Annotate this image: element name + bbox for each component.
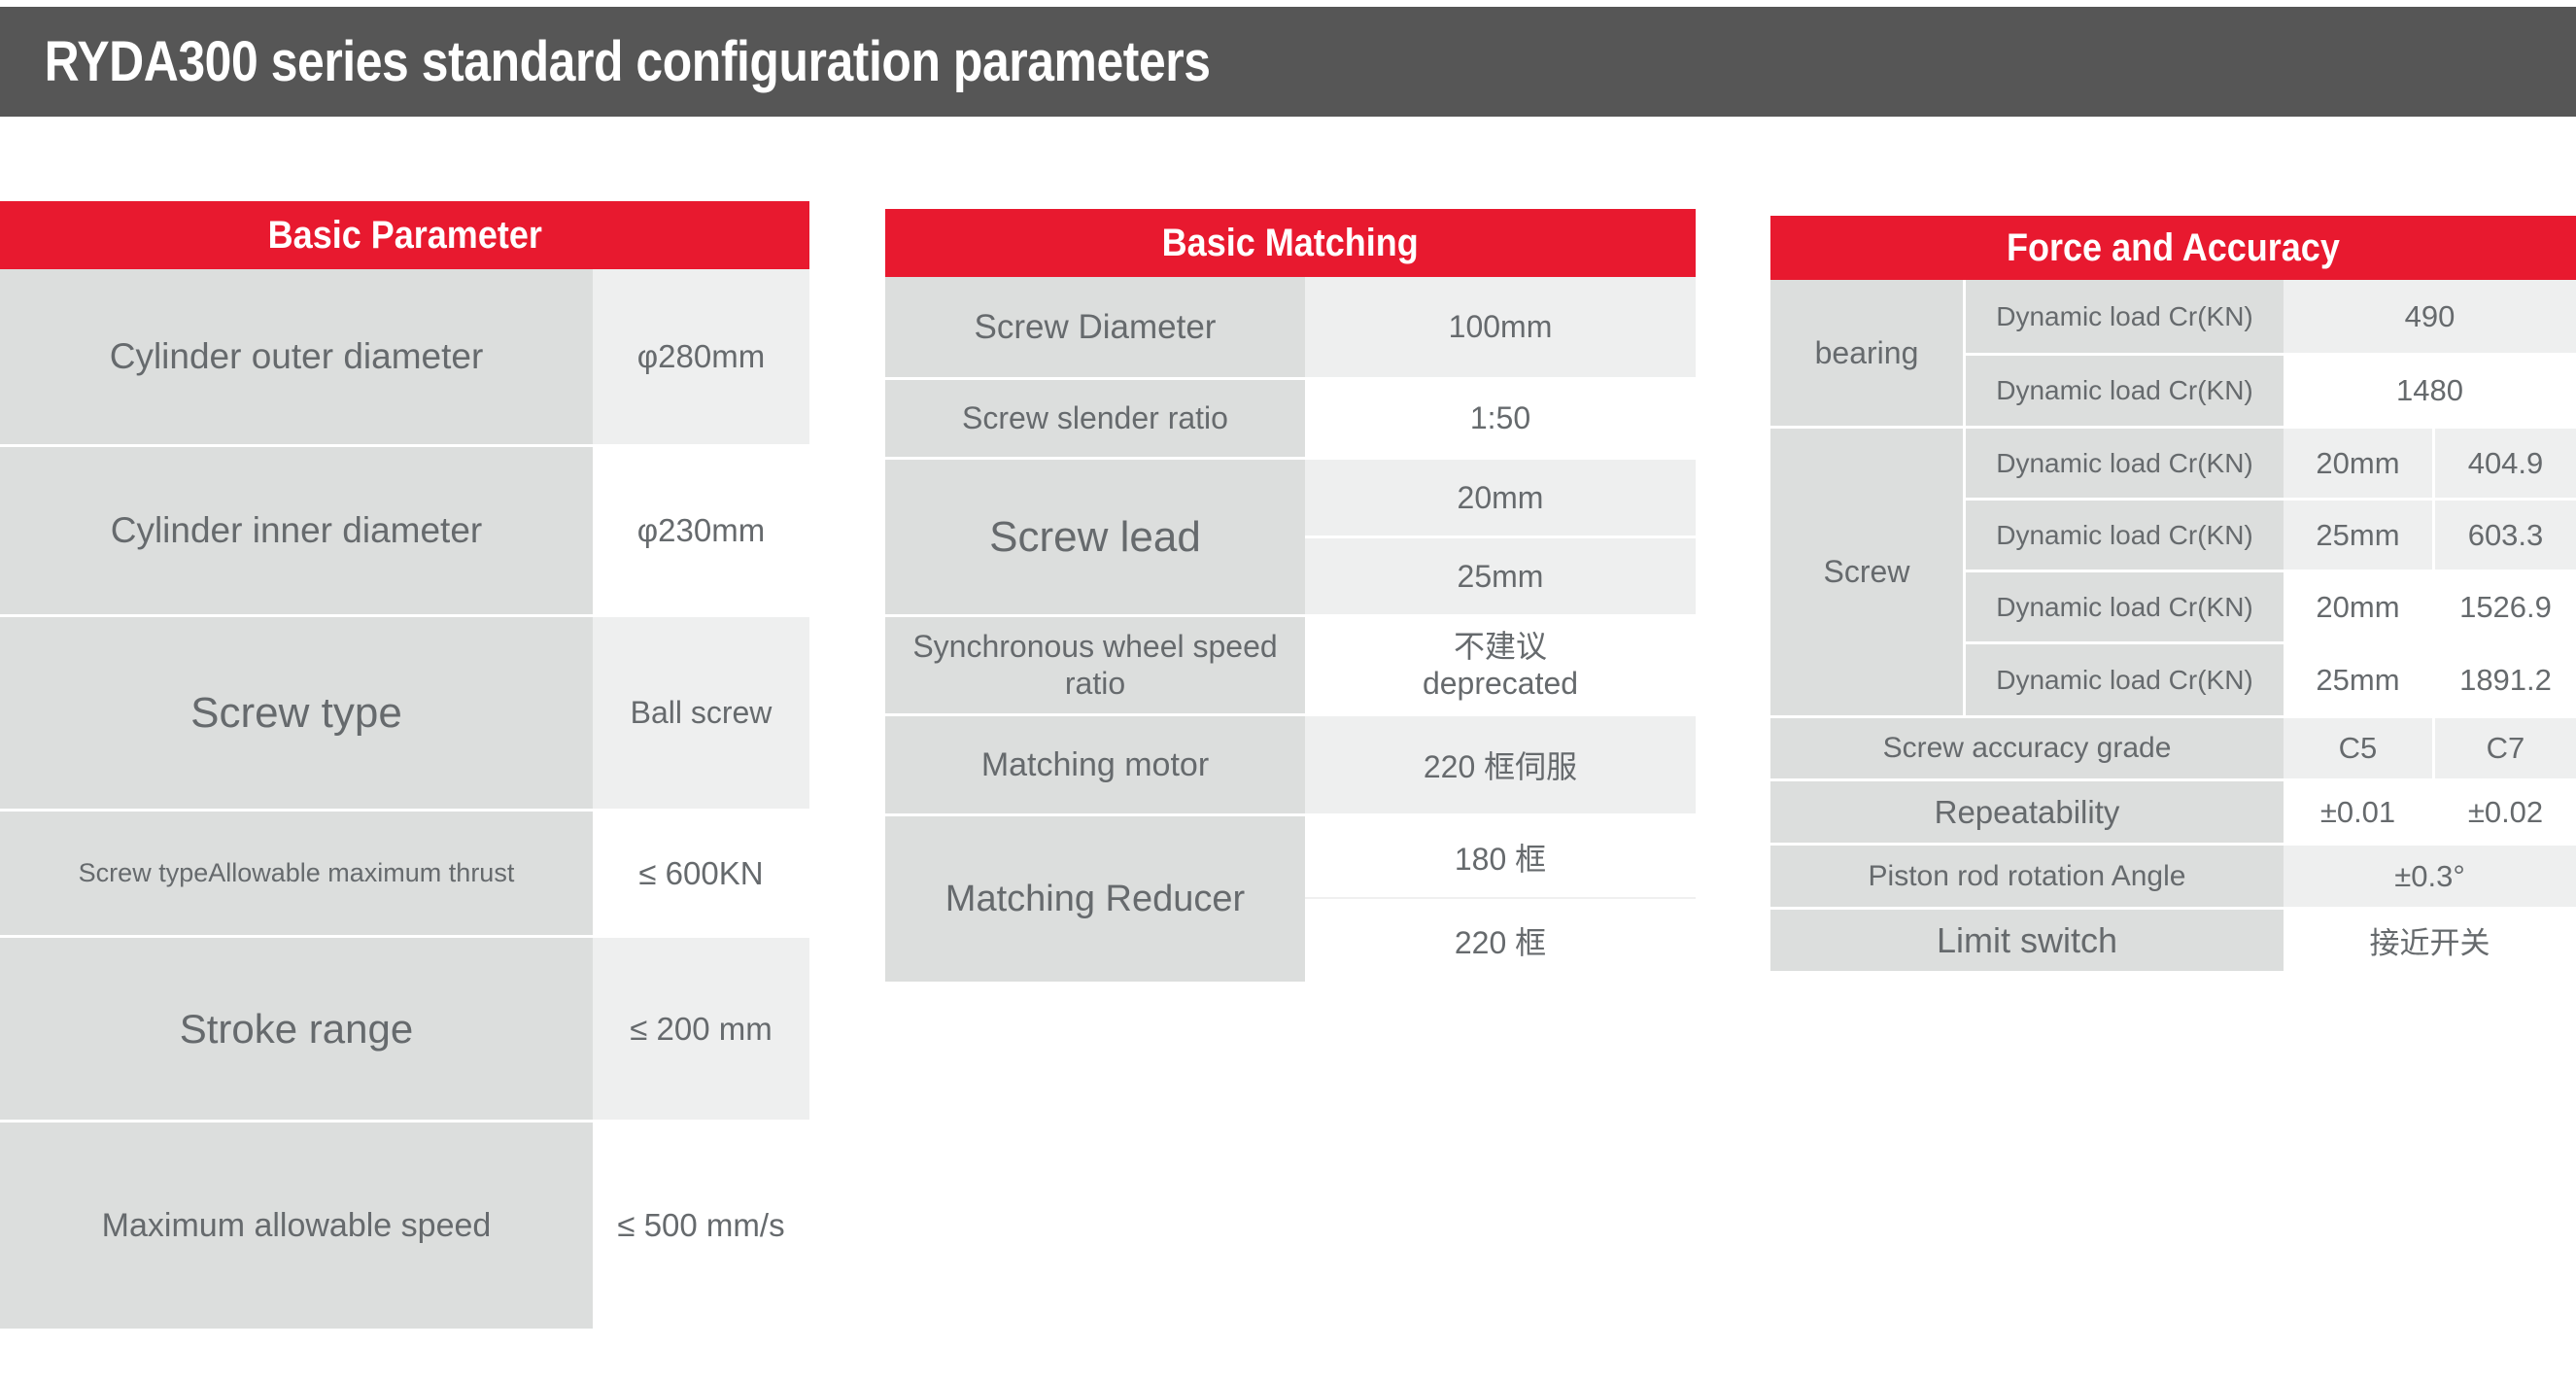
group-rows: Dynamic load Cr(KN) 20mm 404.9 Dynamic l… <box>1963 426 2576 715</box>
table-row: Screw slender ratio 1:50 <box>885 377 1696 457</box>
row-lead: 20mm <box>2284 570 2432 641</box>
row-value: 603.3 <box>2432 498 2576 570</box>
row-value-stack: 20mm 25mm <box>1305 457 1696 614</box>
row-value: ±0.3° <box>2284 843 2576 907</box>
row-value-c7: C7 <box>2432 715 2576 778</box>
table-row: Limit switch 接近开关 <box>1770 907 2576 971</box>
table-row: Repeatability ±0.01 ±0.02 <box>1770 778 2576 843</box>
row-label: Matching Reducer <box>885 813 1305 982</box>
row-value-c5: C5 <box>2284 715 2432 778</box>
row-label: Matching motor <box>885 713 1305 813</box>
force-accuracy-table: bearing Dynamic load Cr(KN) 490 Dynamic … <box>1770 280 2576 971</box>
row-label: Screw typeAllowable maximum thrust <box>0 809 593 935</box>
panel-basic-matching-title: Basic Matching <box>1161 221 1420 264</box>
table-row: Screw typeAllowable maximum thrust ≤ 600… <box>0 809 809 935</box>
table-row: Screw accuracy grade C5 C7 <box>1770 715 2576 778</box>
row-value: 接近开关 <box>2284 907 2576 971</box>
row-label: Cylinder inner diameter <box>0 444 593 614</box>
row-value: φ230mm <box>593 444 809 614</box>
row-value: 1891.2 <box>2432 641 2576 715</box>
row-value-c5: ±0.01 <box>2284 778 2432 843</box>
table-row: Dynamic load Cr(KN) 1480 <box>1963 353 2576 426</box>
table-row: Piston rod rotation Angle ±0.3° <box>1770 843 2576 907</box>
page-title: RYDA300 series standard configuration pa… <box>44 30 1211 93</box>
row-label: Screw Diameter <box>885 277 1305 377</box>
table-row-matching-reducer: Matching Reducer 180 框 220 框 <box>885 813 1696 982</box>
row-label: Synchronous wheel speed ratio <box>885 614 1305 713</box>
row-value: ≤ 600KN <box>593 809 809 935</box>
row-desc: Dynamic load Cr(KN) <box>1963 426 2284 498</box>
row-lead: 25mm <box>2284 641 2432 715</box>
panel-basic-parameter: Basic Parameter Cylinder outer diameter … <box>0 201 809 1329</box>
row-value: 100mm <box>1305 277 1696 377</box>
group-label-bearing: bearing <box>1770 280 1963 426</box>
panel-force-accuracy-header: Force and Accuracy <box>1770 216 2576 280</box>
row-value: ≤ 200 mm <box>593 935 809 1120</box>
basic-parameter-table: Cylinder outer diameter φ280mm Cylinder … <box>0 269 809 1329</box>
table-row: Cylinder outer diameter φ280mm <box>0 269 809 444</box>
row-label: Screw accuracy grade <box>1770 715 2284 778</box>
panel-basic-parameter-header: Basic Parameter <box>0 201 809 269</box>
row-value: 180 框 <box>1305 813 1696 897</box>
table-group-screw: Screw Dynamic load Cr(KN) 20mm 404.9 Dyn… <box>1770 426 2576 715</box>
panel-force-accuracy-title: Force and Accuracy <box>2007 225 2340 269</box>
table-row: Maximum allowable speed ≤ 500 mm/s <box>0 1120 809 1329</box>
table-row: Dynamic load Cr(KN) 20mm 1526.9 <box>1963 570 2576 641</box>
table-row: Screw Diameter 100mm <box>885 277 1696 377</box>
row-label: Maximum allowable speed <box>0 1120 593 1329</box>
row-value: 1480 <box>2284 353 2576 426</box>
panel-basic-parameter-title: Basic Parameter <box>267 213 542 257</box>
row-value: 490 <box>2284 280 2576 353</box>
table-row: Dynamic load Cr(KN) 25mm 603.3 <box>1963 498 2576 570</box>
table-row: Dynamic load Cr(KN) 20mm 404.9 <box>1963 426 2576 498</box>
panel-basic-matching-header: Basic Matching <box>885 209 1696 277</box>
row-label: Stroke range <box>0 935 593 1120</box>
table-row: Dynamic load Cr(KN) 490 <box>1963 280 2576 353</box>
row-label: Repeatability <box>1770 778 2284 843</box>
group-label-screw: Screw <box>1770 426 1963 715</box>
row-value: φ280mm <box>593 269 809 444</box>
row-label: Cylinder outer diameter <box>0 269 593 444</box>
page-title-bar: RYDA300 series standard configuration pa… <box>0 7 2576 117</box>
row-desc: Dynamic load Cr(KN) <box>1963 280 2284 353</box>
row-value: 404.9 <box>2432 426 2576 498</box>
row-label: Limit switch <box>1770 907 2284 971</box>
row-value: ≤ 500 mm/s <box>593 1120 809 1329</box>
table-row: Stroke range ≤ 200 mm <box>0 935 809 1120</box>
row-value: 220 框 <box>1305 897 1696 982</box>
table-row: Dynamic load Cr(KN) 25mm 1891.2 <box>1963 641 2576 715</box>
panel-basic-matching: Basic Matching Screw Diameter 100mm Scre… <box>885 209 1696 982</box>
row-lead: 25mm <box>2284 498 2432 570</box>
row-value: 1526.9 <box>2432 570 2576 641</box>
row-desc: Dynamic load Cr(KN) <box>1963 570 2284 641</box>
table-row: Screw type Ball screw <box>0 614 809 809</box>
table-row: Cylinder inner diameter φ230mm <box>0 444 809 614</box>
row-label: Screw slender ratio <box>885 377 1305 457</box>
row-value-c7: ±0.02 <box>2432 778 2576 843</box>
row-value: 220 框伺服 <box>1305 713 1696 813</box>
group-rows: Dynamic load Cr(KN) 490 Dynamic load Cr(… <box>1963 280 2576 426</box>
row-value: 25mm <box>1305 536 1696 614</box>
row-label: Screw lead <box>885 457 1305 614</box>
basic-matching-table: Screw Diameter 100mm Screw slender ratio… <box>885 277 1696 982</box>
row-desc: Dynamic load Cr(KN) <box>1963 353 2284 426</box>
row-desc: Dynamic load Cr(KN) <box>1963 498 2284 570</box>
row-desc: Dynamic load Cr(KN) <box>1963 641 2284 715</box>
table-group-bearing: bearing Dynamic load Cr(KN) 490 Dynamic … <box>1770 280 2576 426</box>
row-value-stack: 180 框 220 框 <box>1305 813 1696 982</box>
panel-force-accuracy: Force and Accuracy bearing Dynamic load … <box>1770 216 2576 971</box>
row-value: Ball screw <box>593 614 809 809</box>
row-value: 1:50 <box>1305 377 1696 457</box>
row-label: Screw type <box>0 614 593 809</box>
table-row-screw-lead: Screw lead 20mm 25mm <box>885 457 1696 614</box>
row-value: 20mm <box>1305 457 1696 536</box>
table-row: Matching motor 220 框伺服 <box>885 713 1696 813</box>
row-lead: 20mm <box>2284 426 2432 498</box>
row-label: Piston rod rotation Angle <box>1770 843 2284 907</box>
